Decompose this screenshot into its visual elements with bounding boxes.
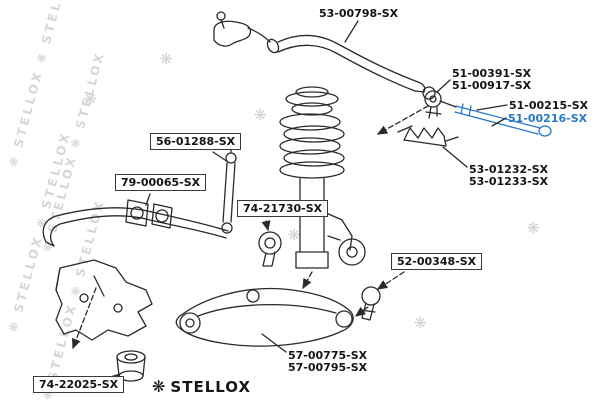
drawing-strut-assembly (279, 86, 366, 269)
drawing-control-arm (175, 287, 354, 347)
drawing-sway-bar-link (213, 11, 436, 100)
drawing-tie-rod-end (424, 90, 457, 119)
part-label-74-21730-sx[interactable]: 74-21730-SX (237, 200, 329, 217)
part-label-53-00798-sx[interactable]: 53-00798-SX (319, 7, 399, 20)
drawing-ball-joint (359, 286, 381, 321)
part-label-57-00795-sx[interactable]: 57-00795-SX (288, 361, 368, 374)
drawing-arm-bushing (258, 231, 282, 267)
assembly-arrows (72, 105, 429, 385)
part-label-52-00348-sx[interactable]: 52-00348-SX (391, 253, 483, 270)
part-label-51-00216-sx[interactable]: 51-00216-SX (508, 112, 588, 125)
drawing-subframe-bushing (116, 350, 146, 382)
drawing-stabilizer-link (221, 146, 237, 234)
stellox-logo-text: STELLOX (170, 378, 252, 396)
part-label-53-01232-sx[interactable]: 53-01232-SX (469, 163, 549, 176)
part-label-57-00775-sx[interactable]: 57-00775-SX (288, 349, 368, 362)
leader-lines (145, 20, 508, 353)
drawing-rack-end-boot (397, 125, 459, 147)
stellox-logo-star-icon: ❋ (152, 377, 166, 396)
drawing-subframe (55, 259, 153, 341)
part-label-56-01288-sx[interactable]: 56-01288-SX (150, 133, 242, 150)
part-label-51-00391-sx[interactable]: 51-00391-SX (452, 67, 532, 80)
stellox-logo: ❋ STELLOX (152, 378, 251, 396)
drawing-stabilizer-bar (42, 199, 229, 247)
part-label-51-00215-sx[interactable]: 51-00215-SX (509, 99, 589, 112)
part-label-74-22025-sx[interactable]: 74-22025-SX (33, 376, 125, 393)
part-label-79-00065-sx[interactable]: 79-00065-SX (115, 174, 207, 191)
part-label-51-00917-sx[interactable]: 51-00917-SX (452, 79, 532, 92)
part-label-53-01233-sx[interactable]: 53-01233-SX (469, 175, 549, 188)
